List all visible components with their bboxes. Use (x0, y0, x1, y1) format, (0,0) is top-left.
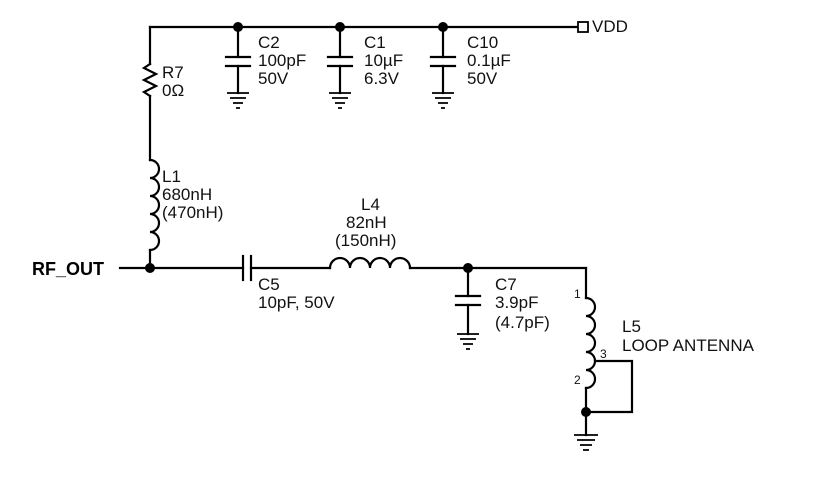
c7-value: 3.9pF (495, 293, 538, 312)
c1-ref: C1 (364, 33, 386, 52)
c1-value: 10µF (364, 51, 403, 70)
capacitor-c2 (224, 25, 252, 109)
c7-alt-value: (4.7pF) (495, 313, 550, 332)
l5-pin-1: 1 (574, 287, 581, 301)
c2-ref: C2 (258, 33, 280, 52)
c2-value: 100pF (258, 51, 306, 70)
c10-ref: C10 (467, 33, 498, 52)
r7-value: 0Ω (162, 81, 184, 100)
capacitor-c7 (454, 266, 482, 350)
inductor-l4 (328, 256, 588, 270)
l5-pin-2: 2 (574, 373, 581, 387)
r7-ref: R7 (162, 63, 184, 82)
l5-pin-3: 3 (600, 347, 607, 361)
junction-dot (145, 263, 155, 273)
c10-rating: 50V (467, 69, 498, 88)
capacitor-c5 (241, 254, 332, 282)
l4-value: 82nH (346, 213, 387, 232)
ground-icon (432, 92, 454, 109)
c1-rating: 6.3V (364, 69, 400, 88)
vdd-label: VDD (592, 17, 628, 36)
c5-ref: C5 (258, 275, 280, 294)
inductor-l1 (148, 158, 161, 270)
capacitor-c10 (429, 25, 457, 109)
l4-alt-value: (150nH) (335, 231, 396, 250)
ground-icon (574, 434, 598, 451)
resistor-r7 (141, 62, 159, 162)
junction-dot (581, 407, 591, 417)
l4-ref: L4 (361, 195, 380, 214)
l1-alt-value: (470nH) (162, 203, 223, 222)
c10-value: 0.1µF (467, 51, 511, 70)
l5-ref: L5 (622, 317, 641, 336)
l5-value: LOOP ANTENNA (622, 336, 755, 355)
ground-icon (329, 92, 351, 109)
l1-ref: L1 (162, 167, 181, 186)
rf-out-label: RF_OUT (32, 259, 104, 279)
ground-icon (457, 333, 479, 350)
l1-value: 680nH (162, 185, 212, 204)
capacitor-c1 (326, 25, 354, 109)
c2-rating: 50V (258, 69, 289, 88)
vdd-port-icon (577, 21, 589, 33)
c7-ref: C7 (495, 275, 517, 294)
c5-value: 10pF, 50V (258, 293, 335, 312)
vdd-rail (148, 25, 580, 66)
ground-icon (227, 92, 249, 109)
